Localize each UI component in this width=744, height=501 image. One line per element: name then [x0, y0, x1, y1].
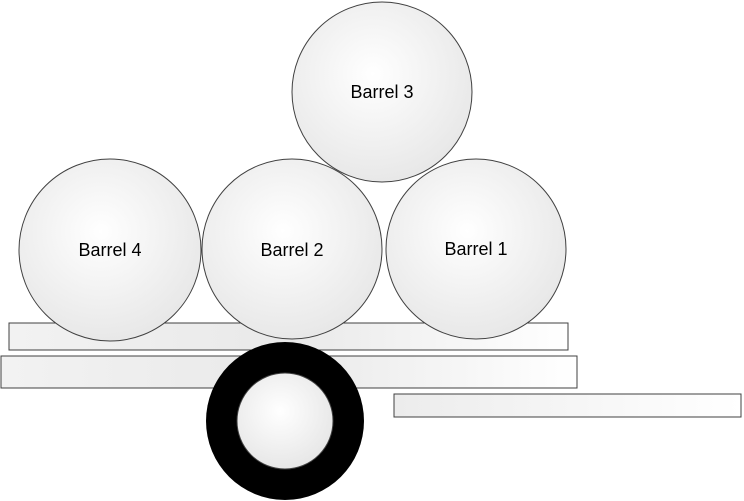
wheel — [206, 342, 364, 500]
barrel-3-label: Barrel 3 — [350, 82, 413, 102]
barrel-3: Barrel 3 — [291, 1, 473, 183]
barrel-2-circle — [201, 158, 383, 340]
barrel-1-circle — [385, 158, 567, 340]
barrel-4-circle — [18, 158, 202, 342]
right-plank — [393, 393, 742, 418]
barrel-4: Barrel 4 — [18, 158, 202, 342]
barrel-1-label: Barrel 1 — [444, 239, 507, 259]
barrel-3-circle — [291, 1, 473, 183]
barrel-4-label: Barrel 4 — [78, 240, 141, 260]
barrel-1: Barrel 1 — [385, 158, 567, 340]
barrel-2: Barrel 2 — [201, 158, 383, 340]
wheel-hub — [236, 372, 334, 470]
barrel-2-label: Barrel 2 — [260, 240, 323, 260]
